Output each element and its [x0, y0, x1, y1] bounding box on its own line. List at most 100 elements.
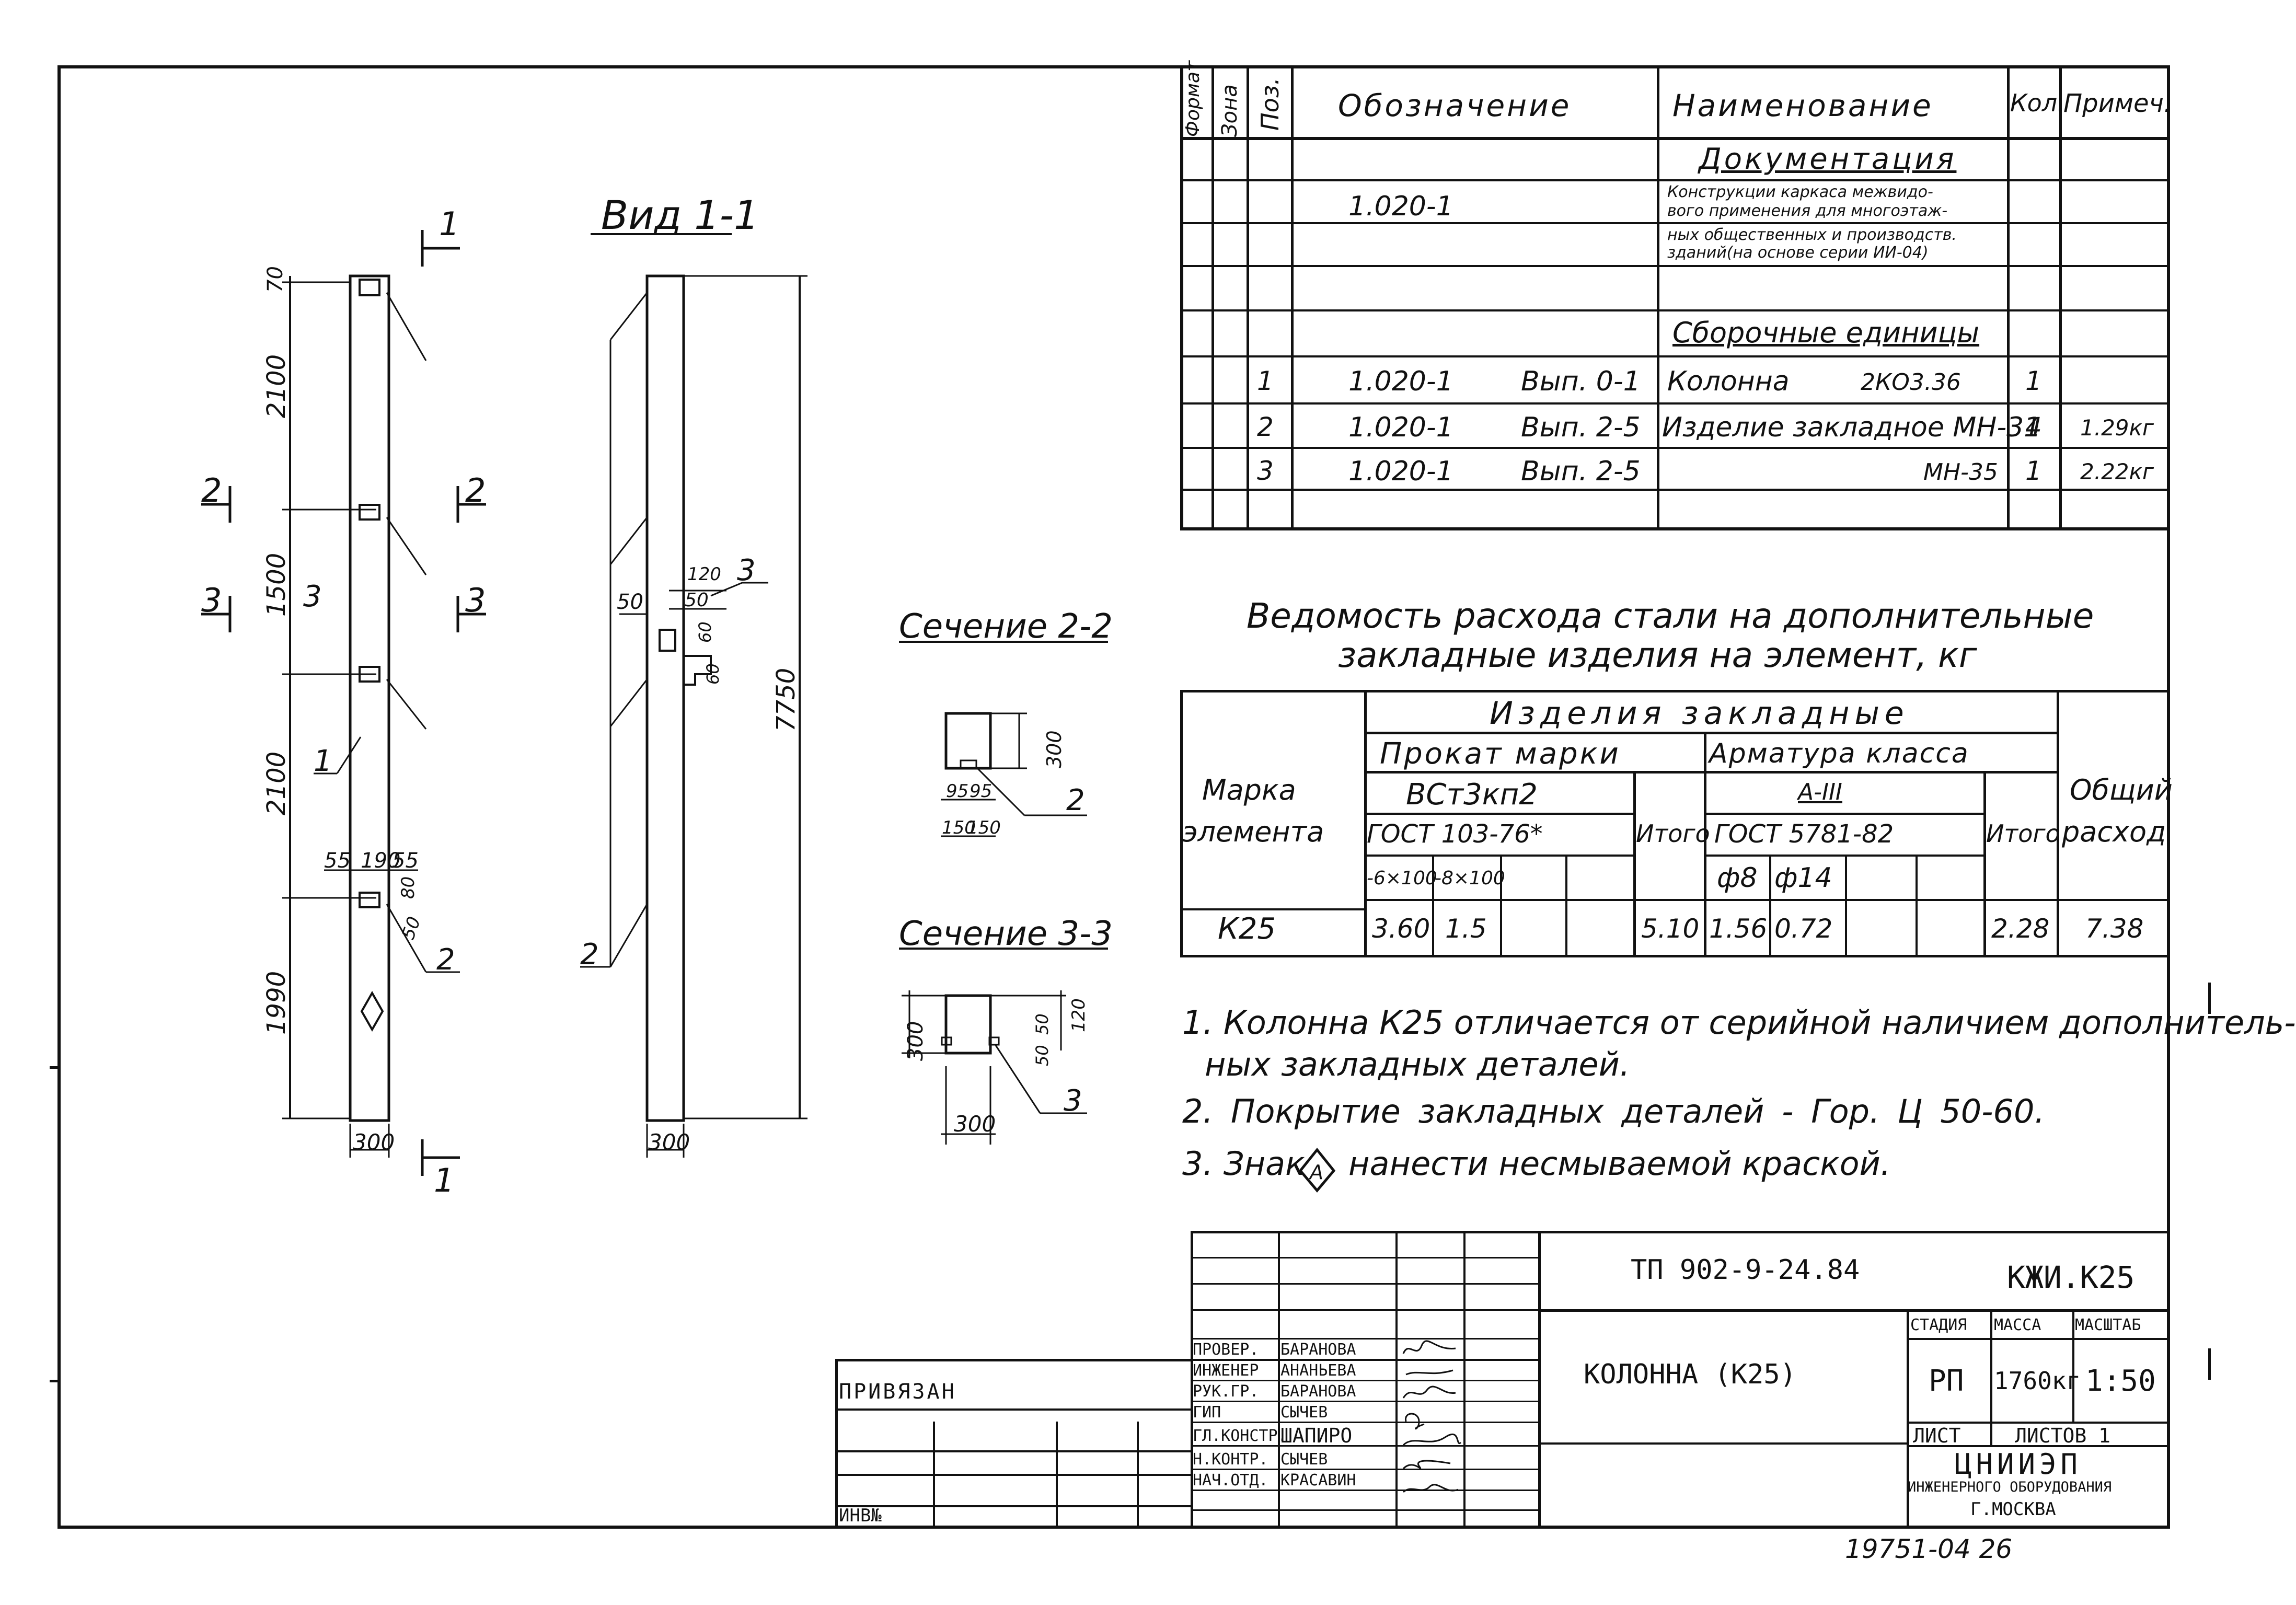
header-note: Примеч. — [2063, 89, 2172, 118]
row-qty: 1 — [2025, 366, 2042, 396]
note-2: 2. Покрытие закладных деталей - Гор. Ц 5… — [1182, 1092, 2045, 1130]
mass-header: Масса — [1994, 1316, 2041, 1334]
sig-name: Баранова — [1280, 1341, 1356, 1359]
cut-mark-2-right: 2 — [465, 471, 486, 510]
width-300-elev: 300 — [353, 1129, 395, 1155]
org-subtitle: инженерного оборудования — [1908, 1479, 2112, 1495]
note-3: 3. Знак — [1182, 1145, 1305, 1183]
header-designation: Обозначение — [1338, 88, 1572, 123]
column-side — [645, 274, 685, 1122]
row-mark: МН-35 — [1923, 459, 1998, 486]
mark-header-2: элемента — [1182, 815, 1324, 848]
callout-1: 1 — [314, 744, 332, 778]
width-300-side: 300 — [648, 1129, 690, 1155]
dim-190: 190 — [361, 849, 400, 873]
dim-55-left: 55 — [324, 849, 351, 873]
side-dim-50: 50 — [617, 590, 643, 614]
drawing-frame — [57, 65, 2170, 1529]
header-name: Наименование — [1672, 88, 1933, 123]
rebar-gost: ГОСТ 5781-82 — [1714, 819, 1894, 849]
rebar-size-2: ф14 — [1774, 862, 1832, 894]
doc-designation: 1.020-1 — [1348, 191, 1453, 222]
row-name: Колонна — [1667, 366, 1790, 397]
dim-1500: 1500 — [262, 553, 291, 617]
doc-name-line-2: вого применения для многоэтаж- — [1667, 202, 1948, 220]
sig-name: Сычев — [1280, 1403, 1328, 1422]
row-issue: Вып. 0-1 — [1521, 366, 1641, 397]
section-22-title: Сечение 2-2 — [899, 607, 1113, 646]
rebar-value-2: 0.72 — [1774, 914, 1833, 944]
rolled-grade: ВСт3кп2 — [1406, 778, 1538, 812]
row-issue: Вып. 2-5 — [1521, 456, 1641, 487]
row-issue: Вып. 2-5 — [1521, 412, 1641, 443]
sig-role: Гл.констр. — [1193, 1427, 1287, 1445]
rebar-total-header: Итого — [1986, 819, 2060, 848]
cut-mark-1-bottom: 1 — [434, 1161, 454, 1199]
doc-name-line-3: ных общественных и производств. — [1667, 226, 1957, 244]
note-1-cont: ных закладных деталей. — [1205, 1045, 1630, 1083]
dim-1990: 1990 — [262, 971, 291, 1035]
side-dim-50b: 50 — [685, 590, 709, 611]
column-elevation — [349, 274, 390, 1122]
drawing-name: Колонна (К25) — [1584, 1359, 1796, 1390]
sheet-code: КЖИ.К25 — [2007, 1260, 2135, 1295]
s33-callout-3: 3 — [1064, 1084, 1082, 1118]
dim-2100-top: 2100 — [262, 354, 291, 418]
steel-border — [1180, 690, 2170, 957]
rebar-total: 2.28 — [1991, 914, 2050, 944]
marker-a-icon: А — [1298, 1147, 1336, 1193]
cut-mark-3-right: 3 — [465, 581, 486, 619]
scale-header: Масштаб — [2075, 1316, 2141, 1334]
s33-50b: 50 — [1032, 1013, 1052, 1035]
sig-role: Нач.отд. — [1193, 1471, 1268, 1489]
row-mark: 2КО3.36 — [1861, 369, 1961, 396]
stamp-area — [835, 1359, 1191, 1529]
rebar-size-1: ф8 — [1717, 862, 1758, 894]
rolled-header: Прокат марки — [1380, 737, 1621, 771]
row-note: 2.22кг — [2080, 459, 2154, 484]
rolled-value-1: 3.60 — [1372, 914, 1430, 944]
section-documentation: Документация — [1699, 142, 1957, 176]
sig-name: Баранова — [1280, 1382, 1356, 1401]
s33-300-bottom: 300 — [954, 1111, 996, 1137]
s22-95-left: 95 — [946, 781, 968, 802]
row-qty: 4 — [2025, 412, 2042, 442]
rolled-size-2: -8×100 — [1435, 868, 1505, 889]
rolled-total-header: Итого — [1636, 819, 1710, 848]
sheets-label: Листов 1 — [2015, 1424, 2111, 1447]
header-qty: Кол. — [2010, 89, 2065, 117]
sig-name: Ананьева — [1280, 1361, 1356, 1380]
sig-role: ГИП — [1193, 1403, 1221, 1422]
s22-300: 300 — [1043, 730, 1066, 768]
scale-value: 1:50 — [2085, 1364, 2156, 1398]
rebar-class: А-III — [1798, 779, 1842, 805]
s33-50: 50 — [1032, 1045, 1052, 1066]
sig-role: Н.контр. — [1193, 1450, 1268, 1469]
row-qty: 1 — [2025, 456, 2042, 486]
callout-3-side: 3 — [737, 553, 756, 587]
s22-95-right: 95 — [970, 781, 992, 802]
s22-150-right: 150 — [967, 817, 1001, 838]
steel-mark: К25 — [1218, 912, 1276, 946]
header-format: Формат — [1182, 60, 1204, 137]
spec-border — [1180, 65, 2170, 530]
doc-name-line-1: Конструкции каркаса межвидо- — [1667, 183, 1933, 201]
project-code: ТП 902-9-24.84 — [1631, 1254, 1860, 1286]
row-note: 1.29кг — [2080, 415, 2154, 441]
dim-7750: 7750 — [771, 668, 801, 732]
row-designation: 1.020-1 — [1348, 456, 1453, 487]
s33-300-left: 300 — [904, 1021, 928, 1061]
callout-2-side: 2 — [580, 938, 599, 972]
sig-name: Шапиро — [1280, 1424, 1353, 1447]
inv-label: Инв№ — [839, 1505, 882, 1526]
drawing-views: Вид 1-1 Сечение 2-2 Сечение 3-3 1 1 2 2 … — [201, 192, 1113, 1199]
bound-label: Привязан — [839, 1380, 956, 1404]
overall-value: 7.38 — [2085, 914, 2144, 944]
sig-role: Инженер — [1193, 1361, 1259, 1380]
rebar-header: Арматура класса — [1709, 738, 1969, 769]
org-city: г.Москва — [1970, 1499, 2056, 1520]
rebar-value-1: 1.56 — [1709, 914, 1768, 944]
dim-80: 80 — [398, 876, 419, 899]
rolled-size-1: -6×100 — [1367, 868, 1437, 889]
dim-70: 70 — [263, 266, 287, 293]
